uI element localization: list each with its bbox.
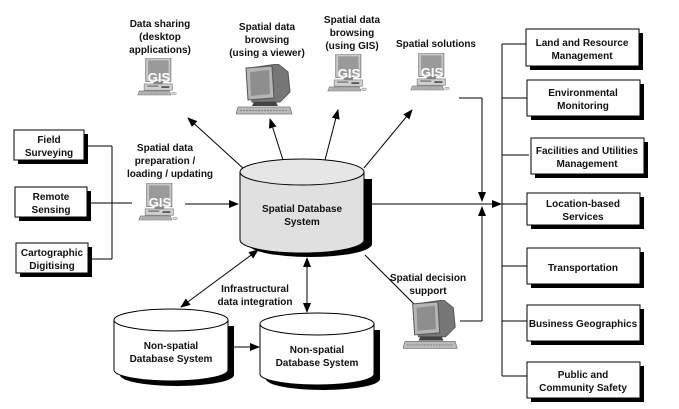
- application-location-based[interactable]: Location-based Services: [526, 192, 644, 229]
- application-label: Business Geographics: [529, 319, 638, 330]
- workstation-label: loading / updating: [127, 169, 213, 180]
- non-spatial-left-label-1: Non-spatial: [144, 341, 199, 352]
- non-spatial-left-label-2: Database System: [130, 354, 213, 365]
- source-label: Cartographic: [21, 248, 84, 259]
- workstation-label: Data sharing: [130, 19, 191, 30]
- application-label: Monitoring: [557, 101, 609, 112]
- workstation-label: Spatial data: [324, 15, 381, 26]
- workstation-spatial-solutions[interactable]: Spatial solutions GIS: [396, 39, 476, 91]
- source-label: Remote: [33, 192, 70, 203]
- non-spatial-right-label-1: Non-spatial: [290, 345, 345, 356]
- application-label: Public and: [558, 370, 609, 381]
- workstation-label: support: [409, 286, 447, 297]
- source-field-surveying[interactable]: Field Surveying: [13, 129, 88, 164]
- source-label: Surveying: [25, 148, 73, 159]
- gis-screen-text: GIS: [421, 65, 444, 80]
- workstation-data-sharing[interactable]: Data sharing (desktop applications) GIS: [129, 19, 191, 96]
- workstation-label: applications): [129, 45, 191, 56]
- application-business-geographics[interactable]: Business Geographics: [526, 304, 644, 345]
- crt-computer-icon: [236, 64, 293, 115]
- workstation-label: browsing: [330, 28, 374, 39]
- workstation-browsing-gis[interactable]: Spatial data browsing (using GIS) GIS: [324, 15, 381, 92]
- non-spatial-right-label-2: Database System: [276, 358, 359, 369]
- source-label: Field: [37, 135, 60, 146]
- application-label: Facilities and Utilities: [536, 146, 639, 157]
- source-label: Digitising: [29, 261, 75, 272]
- workstation-label: (using a viewer): [229, 48, 305, 59]
- spatial-db-label-1: Spatial Database: [262, 204, 342, 215]
- non-spatial-db-left[interactable]: Non-spatial Database System: [113, 308, 234, 386]
- application-transportation[interactable]: Transportation: [526, 247, 644, 288]
- workstation-browsing-viewer[interactable]: Spatial data browsing (using a viewer): [229, 22, 305, 115]
- application-label: Transportation: [548, 263, 618, 274]
- workstation-data-preparation[interactable]: Spatial data preparation / loading / upd…: [127, 143, 213, 221]
- workstation-label: Spatial solutions: [396, 39, 476, 50]
- connectors: [88, 43, 529, 377]
- gis-screen-text: GIS: [338, 66, 361, 81]
- workstation-label: browsing: [245, 35, 289, 46]
- application-label: Location-based: [546, 199, 620, 210]
- source-cartographic-digitising[interactable]: Cartographic Digitising: [15, 242, 92, 277]
- application-land-resource[interactable]: Land and Resource Management: [525, 28, 643, 70]
- workstation-label: preparation /: [135, 156, 196, 167]
- application-label: Community Safety: [539, 383, 627, 394]
- infrastructural-label-1: Infrastructural: [221, 284, 289, 295]
- gis-screen-text: GIS: [149, 195, 172, 210]
- gis-screen-text: GIS: [148, 70, 171, 85]
- workstation-label: Spatial data: [239, 22, 296, 33]
- workstation-label: Spatial decision: [390, 273, 466, 284]
- application-label: Management: [556, 159, 618, 170]
- application-facilities-utilities[interactable]: Facilities and Utilities Management: [530, 137, 648, 178]
- workstation-label: (desktop: [139, 32, 181, 43]
- workstation-decision-support[interactable]: Spatial decision support: [390, 273, 466, 349]
- non-spatial-db-right[interactable]: Non-spatial Database System: [259, 312, 380, 390]
- spatial-db-label-2: System: [284, 217, 320, 228]
- application-label: Services: [562, 212, 604, 223]
- crt-computer-icon: [403, 300, 458, 349]
- application-environmental-monitoring[interactable]: Environmental Monitoring: [526, 79, 644, 120]
- workstation-label: Spatial data: [137, 143, 194, 154]
- infrastructural-label-2: data integration: [217, 297, 292, 308]
- source-label: Sensing: [32, 205, 71, 216]
- application-label: Management: [551, 51, 613, 62]
- spatial-database-system[interactable]: Spatial Database System: [239, 158, 372, 257]
- source-remote-sensing[interactable]: Remote Sensing: [14, 186, 91, 221]
- application-label: Land and Resource: [536, 38, 629, 49]
- workstation-label: (using GIS): [325, 41, 378, 52]
- application-label: Environmental: [548, 88, 618, 99]
- application-public-safety[interactable]: Public and Community Safety: [526, 361, 644, 402]
